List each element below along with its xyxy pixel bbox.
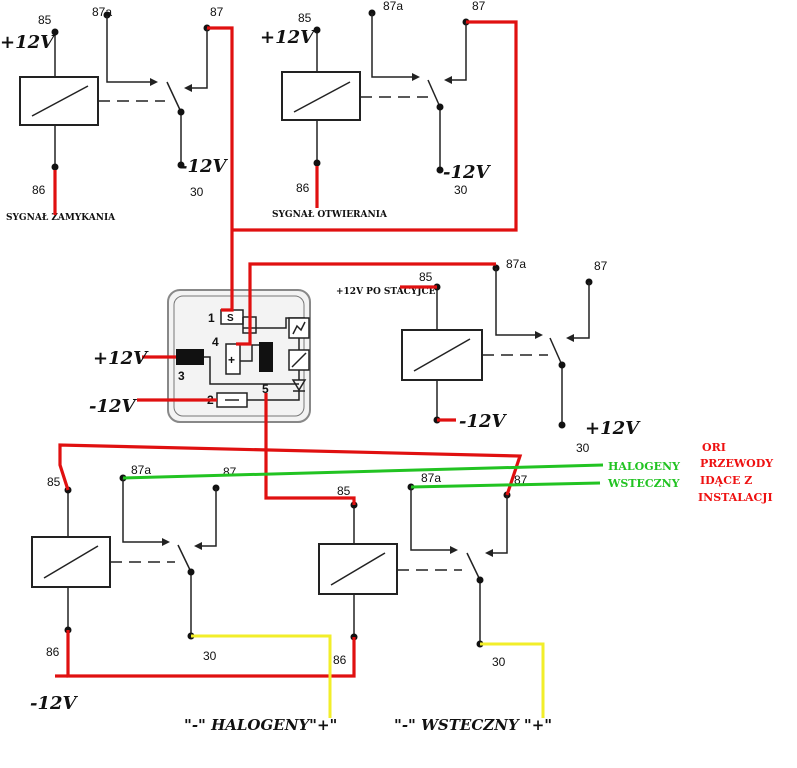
bottom-ground-label: -12V xyxy=(30,693,79,714)
pin-86-label: 86 xyxy=(46,645,60,659)
pin-87a-label: 87a xyxy=(421,471,441,485)
control-module: S 1 + 4 3 5 2 xyxy=(167,289,311,423)
caption-unlock-signal: SYGNAŁ OTWIERANIA xyxy=(272,210,388,220)
reverse-output-label: "-" WSTECZNY "+" xyxy=(394,716,552,734)
pin-30-label: 30 xyxy=(190,185,204,199)
pin-85-label: 85 xyxy=(419,270,433,284)
pin-87a-label: 87a xyxy=(92,5,112,19)
pin-86-label: 86 xyxy=(32,183,46,197)
note-line-3: IDĄCE Z xyxy=(700,474,752,487)
pin-85-label: 85 xyxy=(298,11,312,25)
pin-30-label: 30 xyxy=(203,649,217,663)
relay-unlock: 85 87a 87 86 30 +12V -12V SYGNAŁ OTWIERA… xyxy=(260,0,492,220)
halogen-output-label: "-" HALOGENY"+" xyxy=(184,716,337,734)
contact-supply-label: +12V xyxy=(585,418,641,439)
supply-label: +12V xyxy=(0,32,56,53)
pin-87a-label: 87a xyxy=(131,463,151,477)
pin-30-label: 30 xyxy=(576,441,590,455)
halogen-signal-label: HALOGENY xyxy=(608,460,680,473)
pin-85-label: 85 xyxy=(38,13,52,27)
module-pin-3: 3 xyxy=(178,369,185,383)
module-pin-5: 5 xyxy=(262,382,269,396)
output-wires xyxy=(191,634,545,718)
pin1-glyph: S xyxy=(227,313,234,324)
note-line-4: INSTALACJI xyxy=(698,491,773,504)
power-wires xyxy=(53,20,523,678)
caption-ignition-supply: +12V PO STACYJCE xyxy=(336,287,436,297)
pin-87a-label: 87a xyxy=(383,0,403,13)
pin-86-label: 86 xyxy=(296,181,310,195)
pin-87-label: 87 xyxy=(223,465,237,479)
plus-glyph: + xyxy=(228,353,235,367)
ground-label: -12V xyxy=(459,411,508,432)
pin-87-label: 87 xyxy=(210,5,224,19)
relay-reverse: 85 87a 87 86 30 xyxy=(318,471,528,669)
note-line-1: ORI xyxy=(702,441,726,454)
relay-halogen: 85 87a 87 86 30 xyxy=(31,463,237,663)
pin-87-label: 87 xyxy=(594,259,608,273)
module-ground-label: -12V xyxy=(89,396,138,417)
pin-85-label: 85 xyxy=(47,475,61,489)
pin-85-label: 85 xyxy=(337,484,351,498)
ground-label: -12V xyxy=(443,162,492,183)
pin-30-label: 30 xyxy=(492,655,506,669)
supply-label: +12V xyxy=(260,27,316,48)
relay-lock: 85 87a 87 86 30 +12V -12V SYGNAŁ ZAMYKAN… xyxy=(0,5,229,223)
pin-86-label: 86 xyxy=(333,653,347,667)
pin-87-label: 87 xyxy=(472,0,486,13)
module-supply-label: +12V xyxy=(93,348,149,369)
module-pin-1: 1 xyxy=(208,311,215,325)
module-pin-4: 4 xyxy=(212,335,219,349)
caption-lock-signal: SYGNAŁ ZAMYKANIA xyxy=(6,213,116,223)
relay-ignition: 85 87a 87 30 +12V PO STACYJCE -12V +12V xyxy=(336,257,641,455)
pin-30-label: 30 xyxy=(454,183,468,197)
ground-label: -12V xyxy=(180,156,229,177)
signal-wires xyxy=(122,463,604,489)
reverse-signal-label: WSTECZNY xyxy=(607,477,680,490)
pin-87a-label: 87a xyxy=(506,257,526,271)
note-line-2: PRZEWODY xyxy=(700,457,773,470)
